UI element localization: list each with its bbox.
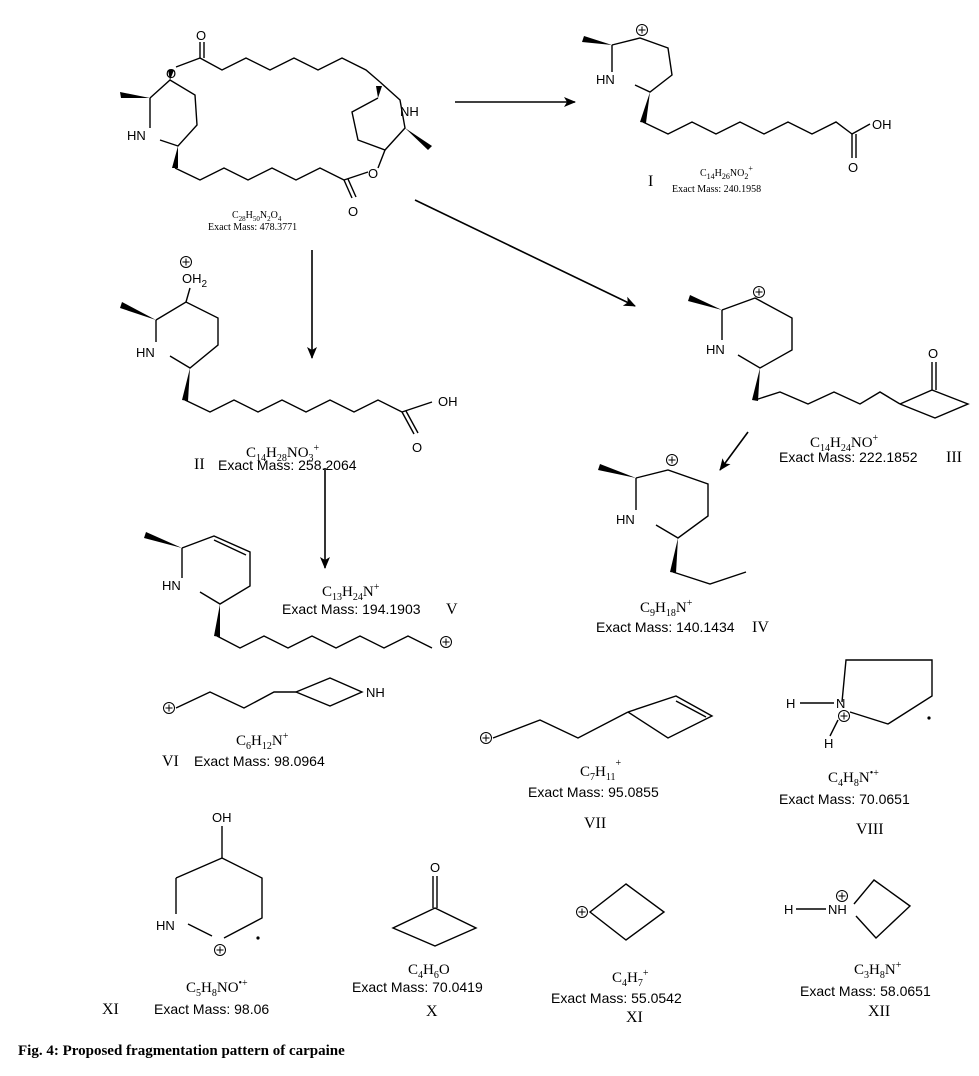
fragment-XII: H NH C3H8N+ Exact Mass: 58.0651 XII: [784, 879, 931, 1020]
VIII-n: N: [836, 696, 845, 711]
VI-mass: Exact Mass: 98.0964: [194, 753, 325, 769]
XI-a-oh: OH: [212, 810, 232, 825]
fragment-IV: HN C9H18N+ Exact Mass: 140.1434 IV: [596, 454, 769, 636]
X-roman: X: [426, 1003, 438, 1020]
II-roman: II: [194, 456, 205, 473]
parent-carpaine: O O NH HN O O C28H50N2O4 Exact Mass: 478…: [120, 28, 432, 233]
atom-o-carbonyl-top: O: [196, 28, 206, 43]
atom-nh-right: NH: [400, 104, 419, 119]
XI-b-formula: C4H7+: [612, 968, 649, 989]
I-o: O: [848, 160, 858, 175]
I-nh: HN: [596, 72, 615, 87]
IV-formula: C9H18N+: [640, 598, 693, 619]
XI-a-formula: C5H8NO•+: [186, 978, 248, 999]
fragment-III: HN O C14H24NO+ Exact Mass: 222.1852 III: [688, 286, 970, 466]
parent-mass: Exact Mass: 478.3771: [208, 222, 297, 233]
XII-h: H: [784, 902, 793, 917]
figure-caption: Fig. 4: Proposed fragmentation pattern o…: [18, 1043, 345, 1059]
I-mass: Exact Mass: 240.1958: [672, 184, 761, 195]
V-formula: C13H24N+: [322, 582, 380, 603]
fragment-II: OH2 HN OH O C14H28NO3+ II Exact Mass: 25…: [120, 256, 458, 473]
VI-nh: NH: [366, 685, 385, 700]
fragment-VIII: N H H C4H8N•+ Exact Mass: 70.0651 VIII: [779, 659, 933, 838]
VII-mass: Exact Mass: 95.0855: [528, 784, 659, 800]
II-nh: HN: [136, 345, 155, 360]
VII-formula: C7H11+: [580, 758, 622, 783]
fragment-XI-a: OH HN C5H8NO•+ XI Exact Mass: 98.06: [102, 810, 269, 1018]
fragment-VII: C7H11+ Exact Mass: 95.0855 VII: [480, 695, 714, 832]
XI-b-roman: XI: [626, 1009, 643, 1026]
X-o: O: [430, 860, 440, 875]
VIII-h1: H: [786, 696, 795, 711]
fragment-V: HN C13H24N+ Exact Mass: 194.1903 V: [144, 532, 458, 649]
VI-roman: VI: [162, 753, 179, 770]
VIII-mass: Exact Mass: 70.0651: [779, 791, 910, 807]
IV-roman: IV: [752, 619, 769, 636]
XII-nh: NH: [828, 902, 847, 917]
XI-b-mass: Exact Mass: 55.0542: [551, 990, 682, 1006]
III-roman: III: [946, 449, 962, 466]
II-oh: OH: [438, 394, 458, 409]
III-formula: C14H24NO+: [810, 433, 879, 454]
III-mass: Exact Mass: 222.1852: [779, 449, 918, 465]
VIII-formula: C4H8N•+: [828, 768, 879, 789]
I-oh: OH: [872, 117, 892, 132]
X-formula: C4H6O: [408, 962, 450, 981]
I-formula: C14H26NO2+: [700, 164, 753, 181]
II-oh2: OH2: [182, 271, 208, 290]
fragment-XI-b: C4H7+ Exact Mass: 55.0542 XI: [551, 883, 682, 1026]
atom-o-ring-bottom: O: [368, 166, 378, 181]
fragment-VI: NH C6H12N+ VI Exact Mass: 98.0964: [162, 677, 385, 770]
I-roman: I: [648, 173, 653, 190]
fragment-I: HN OH O I C14H26NO2+ Exact Mass: 240.195…: [582, 24, 892, 195]
III-o: O: [928, 346, 938, 361]
fragment-X: O C4H6O Exact Mass: 70.0419 X: [352, 860, 483, 1020]
VIII-h2: H: [824, 736, 833, 751]
V-mass: Exact Mass: 194.1903: [282, 601, 421, 617]
XII-roman: XII: [868, 1003, 890, 1020]
arrow-III-to-IV: [719, 431, 749, 471]
V-nh: HN: [162, 578, 181, 593]
XII-formula: C3H8N+: [854, 960, 902, 981]
atom-o-ring-top: O: [166, 66, 176, 81]
VIII-roman: VIII: [856, 821, 884, 838]
arrow-parent-to-III: [414, 199, 636, 307]
atom-nh-left: HN: [127, 128, 146, 143]
IV-nh: HN: [616, 512, 635, 527]
IV-mass: Exact Mass: 140.1434: [596, 619, 735, 635]
XI-a-nh: HN: [156, 918, 175, 933]
II-o: O: [412, 440, 422, 455]
VI-formula: C6H12N+: [236, 731, 289, 752]
atom-o-carbonyl-bottom: O: [348, 204, 358, 219]
XII-mass: Exact Mass: 58.0651: [800, 983, 931, 999]
XI-a-mass: Exact Mass: 98.06: [154, 1001, 269, 1017]
II-formula: C14H28NO3+: [246, 443, 320, 464]
III-nh: HN: [706, 342, 725, 357]
V-roman: V: [446, 601, 458, 618]
parent-formula: C28H50N2O4: [232, 210, 282, 223]
VII-roman: VII: [584, 815, 606, 832]
II-mass: Exact Mass: 258.2064: [218, 457, 357, 473]
X-mass: Exact Mass: 70.0419: [352, 979, 483, 995]
XI-a-roman: XI: [102, 1001, 119, 1018]
